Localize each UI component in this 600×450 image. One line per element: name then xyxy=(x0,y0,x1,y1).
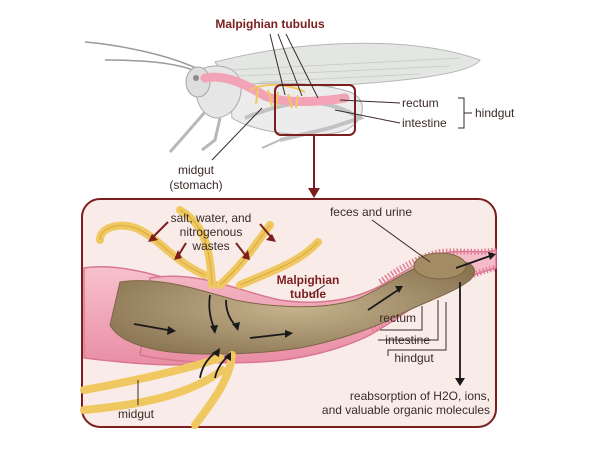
zoom-connector-arrowhead xyxy=(308,188,320,198)
hindgut-bottom-label: hindgut xyxy=(394,351,434,365)
detail-illustration xyxy=(80,206,497,429)
salt-water-label: salt, water, and xyxy=(171,211,252,225)
nitrogenous-label: nitrogenous xyxy=(180,225,243,239)
grasshopper-illustration xyxy=(84,41,481,153)
wastes-label: wastes xyxy=(191,239,229,253)
feces-urine-label: feces and urine xyxy=(330,205,412,219)
reabsorption-label-line2: and valuable organic molecules xyxy=(322,403,490,417)
hindgut-top-label: hindgut xyxy=(475,106,515,120)
malpighian-tubulus-label: Malpighian tubulus xyxy=(215,17,325,31)
detail-leader-lines xyxy=(137,219,447,405)
stomach-top-label: (stomach) xyxy=(169,178,222,192)
reabsorption-label-line1: reabsorption of H2O, ions, xyxy=(350,389,490,403)
intestine-top-label: intestine xyxy=(402,116,447,130)
midgut-top-label: midgut xyxy=(178,163,215,177)
malpighian-tubule-label-line1: Malpighian xyxy=(277,273,340,287)
rectum-bottom-label: rectum xyxy=(379,311,416,325)
rectum-top-label: rectum xyxy=(402,96,439,110)
malpighian-tubule-label-line2: tubule xyxy=(290,287,326,301)
intestine-bottom-label: intestine xyxy=(385,333,430,347)
top-leader-lines xyxy=(211,33,472,161)
midgut-bottom-label: midgut xyxy=(118,407,155,421)
